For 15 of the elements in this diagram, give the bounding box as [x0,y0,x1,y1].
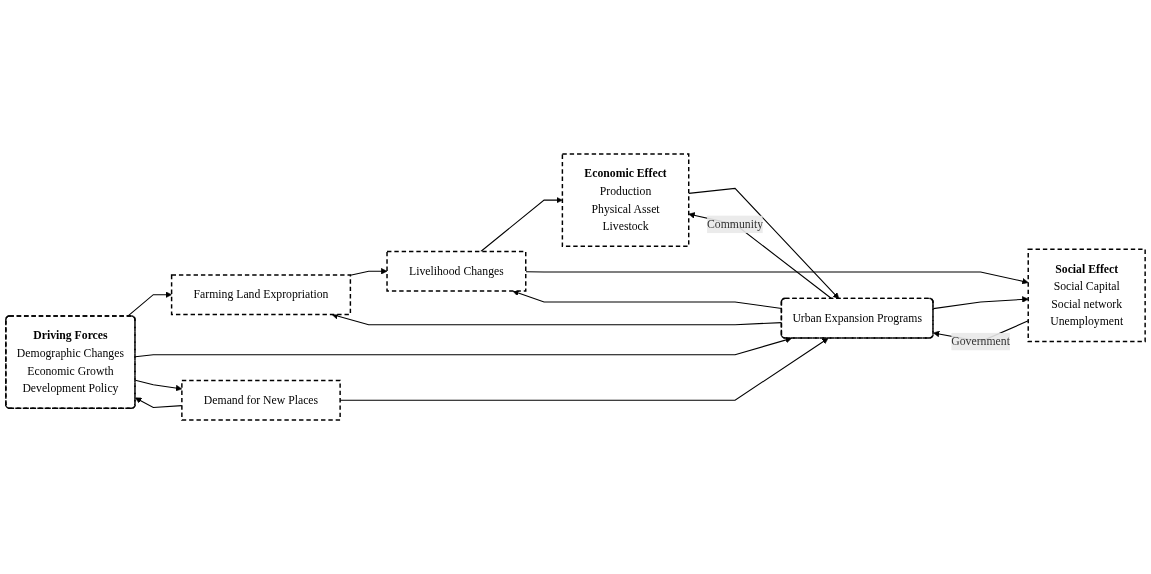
arrow [688,212,833,300]
node-box: Farming Land Expropriation [170,274,352,316]
node-box: Economic Effect Production Physical Asset Livestock [561,153,690,248]
node-box: Social Effect Social Capital Social network Unemployment [1027,248,1146,343]
arrow [134,336,792,358]
arrow [349,268,388,276]
arrow [127,291,172,317]
node-box: Demand for New Places [181,379,341,421]
edge-label: Community [707,217,764,231]
node-box: Livelihood Changes [386,250,527,292]
edge-label: Government [951,335,1010,348]
arrow [480,196,563,252]
arrow [525,271,1029,285]
arrow [932,296,1029,310]
arrow [688,187,840,299]
